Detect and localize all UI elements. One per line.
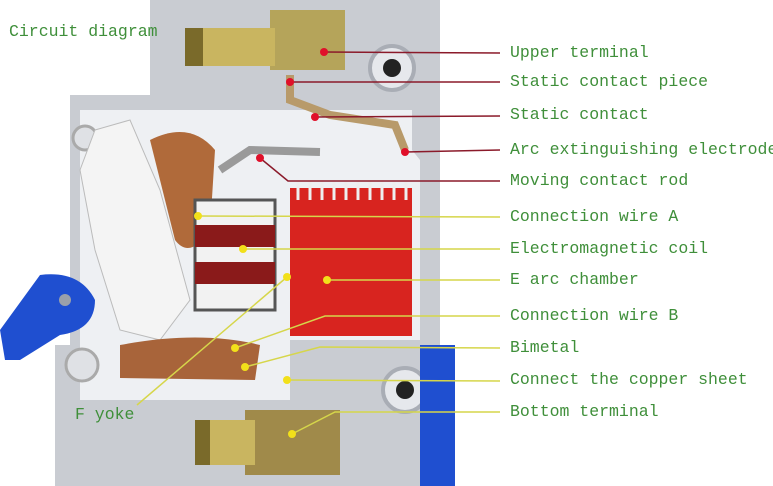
dot-static-contact [311, 113, 319, 121]
dot-copper-sheet [283, 376, 291, 384]
moving-contact-rod-shape [217, 145, 321, 174]
label-bottom-terminal: Bottom terminal [510, 402, 659, 421]
leader-static-contact [314, 115, 501, 118]
leader-moving-contact-rod [259, 157, 500, 182]
label-f-yoke: F yoke [75, 405, 135, 424]
dot-arc-electrode [401, 148, 409, 156]
leader-upper-terminal [323, 51, 501, 54]
label-moving-contact-rod: Moving contact rod [510, 171, 689, 190]
leader-connection-wire-a [197, 215, 501, 218]
label-static-contact: Static contact [510, 105, 649, 124]
dot-connection-wire-b [231, 344, 239, 352]
upper-terminal-shape [270, 10, 345, 70]
label-bimetal: Bimetal [510, 338, 580, 357]
leader-connection-wire-b [234, 315, 500, 349]
leader-bottom-terminal [291, 411, 500, 435]
label-connection-wire-b: Connection wire B [510, 306, 679, 325]
leader-copper-sheet [286, 379, 501, 382]
coil-shape [193, 198, 277, 312]
blue-lever [0, 274, 95, 360]
label-static-contact-piece: Static contact piece [510, 72, 709, 91]
left-bottom-hole [64, 347, 100, 383]
static-contact-shape [286, 75, 409, 152]
arc-chamber-shape [290, 188, 412, 336]
bottom-terminal-shape [245, 410, 340, 475]
dot-bottom-terminal [288, 430, 296, 438]
label-copper-sheet: Connect the copper sheet [510, 370, 748, 389]
leader-bimetal [244, 346, 501, 368]
label-electromagnetic-coil: Electromagnetic coil [510, 239, 709, 258]
leader-f-yoke [136, 276, 288, 406]
label-upper-terminal: Upper terminal [510, 43, 649, 62]
blue-clip [420, 345, 455, 486]
diagram-title: Circuit diagram [9, 22, 158, 41]
label-connection-wire-a: Connection wire A [510, 207, 679, 226]
dot-electromagnetic-coil [239, 245, 247, 253]
dot-moving-contact-rod [256, 154, 264, 162]
dot-f-yoke [283, 273, 291, 281]
leader-arc-electrode [404, 149, 501, 153]
dot-bimetal [241, 363, 249, 371]
dot-static-contact-piece [286, 78, 294, 86]
dot-upper-terminal [320, 48, 328, 56]
label-arc-electrode: Arc extinguishing electrode [510, 140, 773, 159]
dot-connection-wire-a [194, 212, 202, 220]
label-arc-chamber: E arc chamber [510, 270, 639, 289]
dot-arc-chamber [323, 276, 331, 284]
